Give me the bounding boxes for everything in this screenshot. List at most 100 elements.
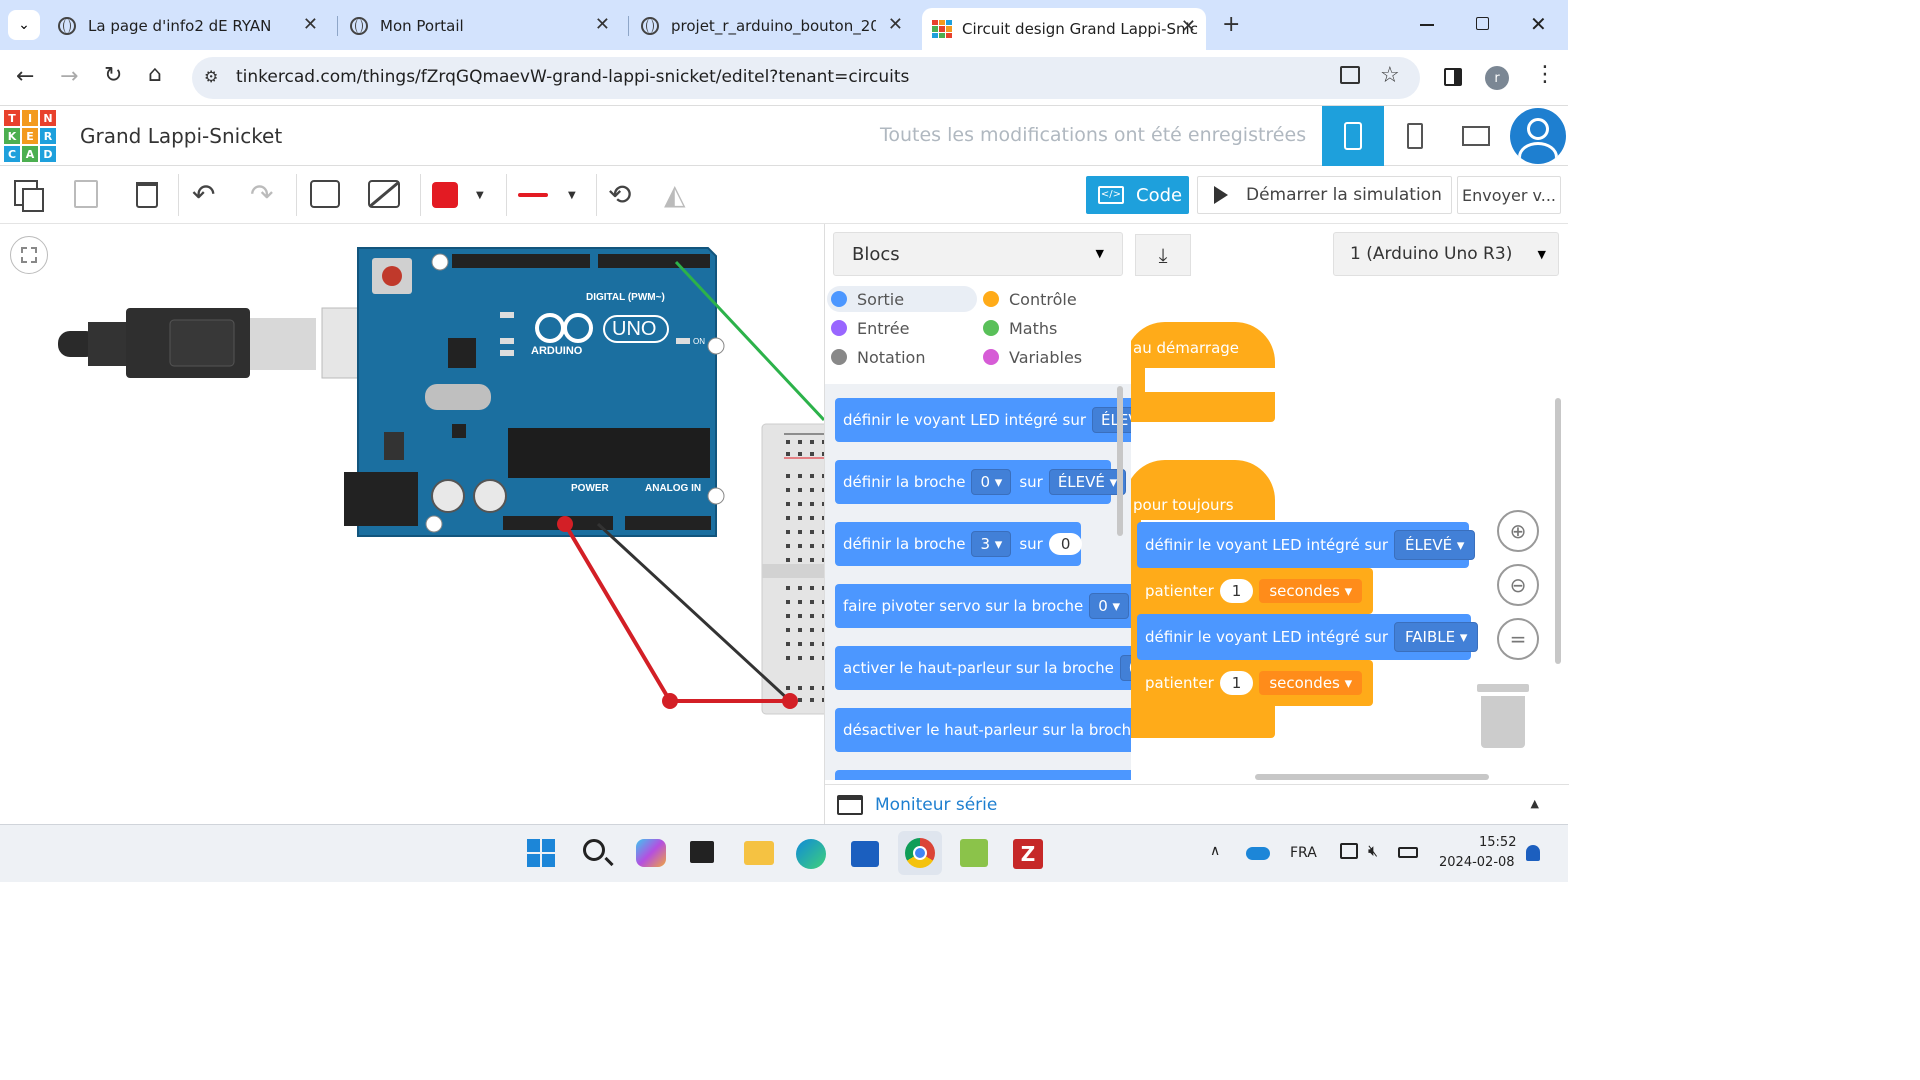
tab-circuit-design[interactable]: Circuit design Grand Lappi-Snic ✕ bbox=[922, 8, 1206, 50]
wire-type-picker[interactable]: ▼ bbox=[518, 182, 584, 208]
bookmark-star-icon[interactable]: ☆ bbox=[1380, 63, 1400, 88]
window-close-icon[interactable]: ✕ bbox=[1530, 12, 1547, 36]
network-icon[interactable] bbox=[1340, 843, 1358, 859]
pin-dropdown[interactable]: 0 ▾ bbox=[1089, 593, 1130, 619]
value-dropdown[interactable]: ÉLEVÉ ▾ bbox=[1048, 469, 1127, 495]
close-icon[interactable]: ✕ bbox=[887, 14, 903, 35]
undo-icon[interactable]: ↶ bbox=[192, 178, 216, 211]
back-arrow-icon[interactable]: ← bbox=[16, 64, 35, 89]
rotate-icon[interactable]: ⟲ bbox=[608, 178, 632, 211]
script-hscrollbar[interactable] bbox=[1255, 774, 1489, 780]
value-dropdown[interactable]: ÉLEVÉ bbox=[1092, 407, 1131, 433]
close-icon[interactable]: ✕ bbox=[1180, 16, 1196, 37]
close-icon[interactable]: ✕ bbox=[594, 14, 610, 35]
category-maths[interactable]: Maths bbox=[983, 315, 1057, 341]
device-dropdown[interactable]: 1 (Arduino Uno R3) ▼ bbox=[1333, 232, 1559, 276]
block-set-pin-analog[interactable]: définir la broche 3 ▾ sur 0 bbox=[835, 522, 1083, 566]
reload-icon[interactable]: ↻ bbox=[104, 63, 123, 88]
block-on-start[interactable]: au démarrage bbox=[1131, 322, 1275, 368]
value-dropdown[interactable]: FAIBLE ▾ bbox=[1394, 622, 1479, 652]
filezilla-icon[interactable]: Z bbox=[1013, 839, 1043, 869]
delete-trash-icon[interactable] bbox=[136, 182, 158, 208]
redo-icon[interactable]: ↷ bbox=[250, 178, 274, 211]
onedrive-icon[interactable] bbox=[1246, 847, 1270, 860]
breadboard[interactable] bbox=[761, 423, 824, 715]
wire-endpoint[interactable] bbox=[557, 516, 573, 532]
wire-green[interactable] bbox=[674, 260, 824, 422]
notification-bell-icon[interactable] bbox=[1526, 845, 1540, 861]
project-title[interactable]: Grand Lappi-Snicket bbox=[80, 124, 283, 148]
edge-icon[interactable] bbox=[796, 839, 826, 869]
tab-info2[interactable]: La page d'info2 dE RYAN ✕ bbox=[58, 8, 328, 44]
battery-icon[interactable] bbox=[1398, 847, 1418, 858]
pin-dropdown[interactable]: 0 ▾ bbox=[971, 469, 1012, 495]
forward-arrow-icon[interactable]: → bbox=[60, 64, 79, 89]
block-forever[interactable]: pour toujours bbox=[1131, 460, 1275, 520]
chrome-icon[interactable] bbox=[898, 831, 942, 875]
category-sortie[interactable]: Sortie bbox=[827, 286, 977, 312]
category-variables[interactable]: Variables bbox=[983, 344, 1082, 370]
side-panel-icon[interactable] bbox=[1444, 68, 1462, 86]
wire-black[interactable] bbox=[596, 522, 792, 703]
block-speaker-on[interactable]: activer le haut-parleur sur la broche 0 … bbox=[835, 646, 1131, 690]
wire-color-picker[interactable]: ▼ bbox=[432, 182, 496, 208]
serial-monitor-bar[interactable]: Moniteur série ▲ bbox=[825, 784, 1569, 824]
volume-muted-icon[interactable]: 🔇︎ bbox=[1368, 841, 1379, 860]
category-entree[interactable]: Entrée bbox=[831, 315, 909, 341]
pin-dropdown[interactable]: 3 ▾ bbox=[971, 531, 1012, 557]
task-view-icon[interactable] bbox=[690, 841, 714, 863]
code-button[interactable]: </> Code bbox=[1086, 176, 1189, 214]
block-set-builtin-led[interactable]: définir le voyant LED intégré sur ÉLEVÉ bbox=[835, 398, 1131, 442]
block-speaker-off[interactable]: désactiver le haut-parleur sur la broche… bbox=[835, 708, 1131, 752]
send-to-button[interactable]: Envoyer v... bbox=[1457, 176, 1561, 214]
paint-app-icon[interactable] bbox=[960, 839, 988, 867]
script-block-wait-2[interactable]: patienter 1 secondes ▾ bbox=[1137, 660, 1373, 706]
tray-chevron-up-icon[interactable]: ∧ bbox=[1210, 843, 1221, 859]
profile-avatar[interactable]: r bbox=[1485, 66, 1509, 90]
wire-red[interactable] bbox=[563, 522, 790, 703]
file-explorer-icon[interactable] bbox=[744, 841, 774, 865]
clock-date[interactable]: 2024-02-08 bbox=[1439, 855, 1515, 870]
zoom-out-button[interactable]: ⊖ bbox=[1497, 564, 1539, 606]
palette-scrollbar[interactable] bbox=[1117, 386, 1123, 536]
browser-menu-icon[interactable]: ⋮ bbox=[1534, 62, 1556, 87]
tab-mon-portail[interactable]: Mon Portail ✕ bbox=[350, 8, 620, 44]
home-icon[interactable]: ⌂ bbox=[148, 62, 162, 87]
minimize-icon[interactable] bbox=[1420, 24, 1434, 26]
zoom-in-button[interactable]: ⊕ bbox=[1497, 510, 1539, 552]
circuit-workspace[interactable]: DIGITAL (PWM~) ARDUINO UNO POWER ANALOG … bbox=[0, 224, 824, 824]
language-indicator[interactable]: FRA bbox=[1290, 845, 1317, 861]
user-avatar[interactable] bbox=[1510, 108, 1566, 164]
mode-dropdown[interactable]: Blocs ▼ bbox=[833, 232, 1123, 276]
component-list-button[interactable] bbox=[1448, 106, 1504, 166]
notes-icon[interactable] bbox=[310, 180, 340, 208]
block-set-pin[interactable]: définir la broche 0 ▾ sur ÉLEVÉ ▾ bbox=[835, 460, 1127, 504]
address-bar[interactable]: ⚙ tinkercad.com/things/fZrqGQmaevW-grand… bbox=[192, 57, 1420, 99]
script-area[interactable]: au démarrage pour toujours définir le vo… bbox=[1131, 284, 1569, 780]
script-block-led-high[interactable]: définir le voyant LED intégré sur ÉLEVÉ … bbox=[1137, 522, 1476, 568]
url-text[interactable]: tinkercad.com/things/fZrqGQmaevW-grand-l… bbox=[236, 67, 910, 87]
search-icon[interactable] bbox=[583, 839, 614, 867]
wire-endpoint[interactable] bbox=[662, 693, 678, 709]
new-tab-plus-icon[interactable]: + bbox=[1222, 12, 1241, 37]
unit-dropdown[interactable]: secondes ▾ bbox=[1259, 579, 1363, 603]
restore-icon[interactable] bbox=[1476, 17, 1489, 30]
flip-icon[interactable]: ◭ bbox=[664, 178, 686, 211]
schematic-view-button[interactable] bbox=[1390, 106, 1440, 166]
block-partial[interactable] bbox=[835, 770, 1131, 780]
tab-search-chevron-icon[interactable]: ⌄ bbox=[8, 10, 40, 40]
script-vscrollbar[interactable] bbox=[1555, 398, 1561, 664]
copy-icon[interactable] bbox=[14, 180, 44, 212]
site-settings-icon[interactable]: ⚙ bbox=[204, 67, 219, 86]
wire-endpoint[interactable] bbox=[782, 693, 798, 709]
tab-projet-arduino[interactable]: projet_r_arduino_bouton_2021.r ✕ bbox=[641, 8, 913, 44]
trash-drop-icon[interactable] bbox=[1477, 684, 1529, 748]
clock-time[interactable]: 15:52 bbox=[1479, 835, 1517, 850]
script-block-led-low[interactable]: définir le voyant LED intégré sur FAIBLE… bbox=[1137, 614, 1479, 660]
store-icon[interactable] bbox=[851, 841, 879, 867]
category-notation[interactable]: Notation bbox=[831, 344, 925, 370]
block-rotate-servo[interactable]: faire pivoter servo sur la broche 0 ▾ à bbox=[835, 584, 1131, 628]
circuit-canvas[interactable]: DIGITAL (PWM~) ARDUINO UNO POWER ANALOG … bbox=[0, 224, 824, 824]
paste-icon[interactable] bbox=[74, 180, 98, 208]
